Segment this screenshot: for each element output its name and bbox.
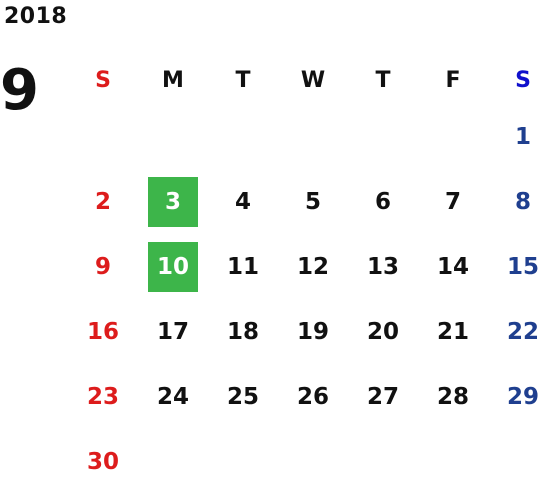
day-1: 1 bbox=[514, 123, 531, 150]
day-30: 30 bbox=[86, 448, 119, 475]
day-11: 11 bbox=[226, 253, 259, 280]
weekday-monday: M bbox=[162, 68, 184, 93]
day-8: 8 bbox=[514, 188, 531, 215]
day-20: 20 bbox=[366, 318, 399, 345]
day-2: 2 bbox=[94, 188, 111, 215]
day-25: 25 bbox=[226, 383, 259, 410]
day-28: 28 bbox=[436, 383, 469, 410]
day-4: 4 bbox=[234, 188, 251, 215]
day-9: 9 bbox=[94, 253, 111, 280]
day-22: 22 bbox=[506, 318, 539, 345]
empty-day-cell bbox=[78, 112, 128, 162]
day-18: 18 bbox=[226, 318, 259, 345]
empty-day-cell bbox=[288, 437, 338, 487]
empty-day-cell bbox=[218, 437, 268, 487]
day-24: 24 bbox=[156, 383, 189, 410]
empty-day-cell bbox=[288, 112, 338, 162]
day-15: 15 bbox=[506, 253, 539, 280]
day-12: 12 bbox=[296, 253, 329, 280]
empty-day-cell bbox=[498, 437, 548, 487]
empty-day-cell bbox=[218, 112, 268, 162]
day-7: 7 bbox=[444, 188, 461, 215]
empty-day-cell bbox=[428, 112, 478, 162]
day-29: 29 bbox=[506, 383, 539, 410]
weekday-thursday: T bbox=[375, 68, 391, 93]
day-10-highlighted: 10 bbox=[148, 241, 198, 292]
day-26: 26 bbox=[296, 383, 329, 410]
day-13: 13 bbox=[366, 253, 399, 280]
weekday-friday: F bbox=[445, 68, 461, 93]
empty-day-cell bbox=[148, 112, 198, 162]
day-6: 6 bbox=[374, 188, 391, 215]
weekday-wednesday: W bbox=[300, 68, 326, 93]
day-19: 19 bbox=[296, 318, 329, 345]
day-27: 27 bbox=[366, 383, 399, 410]
day-21: 21 bbox=[436, 318, 469, 345]
year-label: 2018 bbox=[4, 4, 68, 29]
day-14: 14 bbox=[436, 253, 469, 280]
day-3-highlighted: 3 bbox=[148, 176, 198, 227]
weekday-sunday: S bbox=[95, 68, 111, 93]
day-23: 23 bbox=[86, 383, 119, 410]
day-16: 16 bbox=[86, 318, 119, 345]
day-17: 17 bbox=[156, 318, 189, 345]
empty-day-cell bbox=[358, 112, 408, 162]
weekday-tuesday: T bbox=[235, 68, 251, 93]
empty-day-cell bbox=[148, 437, 198, 487]
calendar-grid: S M T W T F S 1 2 3 4 5 6 7 8 9 10 11 12… bbox=[68, 58, 548, 494]
empty-day-cell bbox=[358, 437, 408, 487]
day-5: 5 bbox=[304, 188, 321, 215]
weekday-saturday: S bbox=[515, 68, 531, 93]
empty-day-cell bbox=[428, 437, 478, 487]
month-number: 9 bbox=[0, 58, 39, 123]
